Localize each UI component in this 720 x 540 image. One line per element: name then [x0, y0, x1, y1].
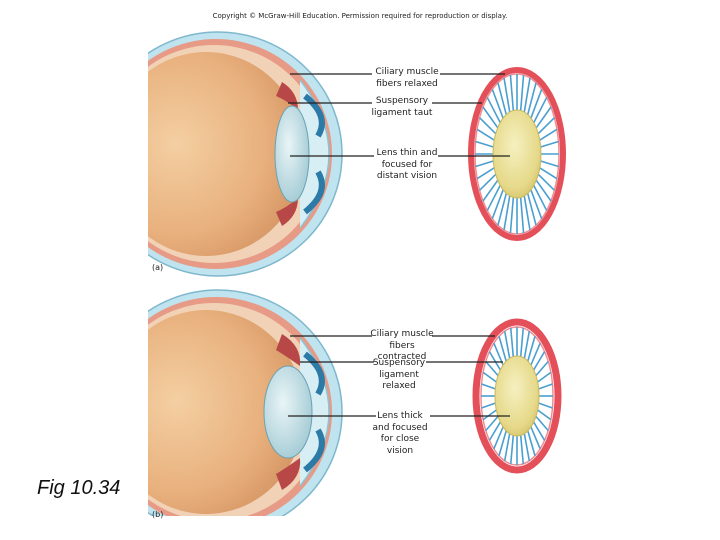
suspensory-ligament-fiber [523, 432, 531, 461]
leader-lines-a [288, 73, 510, 157]
copyright-notice: Copyright © McGraw-Hill Education. Permi… [212, 12, 508, 20]
suspensory-ligament-fiber [503, 194, 511, 231]
suspensory-ligament-fiber [491, 188, 505, 220]
label-lens-thin: Lens thin and focused for distant vision [376, 148, 438, 181]
suspensory-ligament-fiber [488, 351, 502, 372]
label-ciliary-relaxed: Ciliary muscle fibers relaxed [375, 67, 439, 89]
suspensory-ligament-fiber [485, 414, 500, 432]
suspensory-ligament-fiber [485, 360, 500, 378]
panel-tag-b: (b) [152, 510, 164, 519]
suspensory-ligament-fiber [481, 383, 497, 390]
suspensory-ligament-fiber [539, 159, 559, 168]
suspensory-ligament-fiber [526, 429, 536, 456]
suspensory-ligament-fiber [509, 327, 515, 358]
suspensory-ligament-fiber [479, 117, 498, 136]
suspensory-ligament-fiber [476, 166, 496, 180]
suspensory-ligament-fiber [529, 88, 543, 120]
eye-cross-section-b [148, 289, 343, 516]
suspensory-ligament-fiber [503, 331, 511, 360]
suspensory-ligament-fiber [486, 97, 502, 124]
suspensory-ligament-fiber [482, 408, 498, 421]
suspensory-ligament-fiber [536, 117, 555, 136]
suspensory-ligament-fiber [497, 192, 508, 226]
suspensory-ligament-fiber [523, 194, 531, 231]
suspensory-ligament-fiber [532, 351, 546, 372]
suspensory-ligament-fiber [486, 184, 502, 211]
suspensory-ligament-fiber [526, 336, 536, 363]
lens-ring-diagram-b [472, 318, 562, 474]
suspensory-ligament-fiber [482, 371, 498, 384]
suspensory-ligament-fiber [509, 196, 515, 234]
suspensory-ligament-fiber [534, 414, 549, 432]
label-suspensory-taut: Suspensory ligament taut [371, 96, 433, 118]
leader-lines-b [288, 335, 510, 417]
suspensory-ligament-fiber [529, 188, 543, 220]
suspensory-ligament-fiber [523, 331, 531, 360]
label-ciliary-contracted: Ciliary muscle fibers contracted [370, 329, 434, 362]
suspensory-ligament-fiber [519, 196, 525, 234]
suspensory-ligament-fiber [537, 383, 553, 390]
suspensory-ligament-fiber [498, 429, 508, 456]
suspensory-ligament-fiber [523, 77, 531, 114]
suspensory-ligament-fiber [538, 166, 558, 180]
suspensory-ligament-fiber [498, 336, 508, 363]
suspensory-ligament-fiber [537, 402, 553, 409]
suspensory-ligament-fiber [509, 434, 515, 465]
suspensory-ligament-fiber [482, 178, 500, 202]
suspensory-ligament-fiber [536, 371, 552, 384]
figure-caption: Fig 10.34 [37, 477, 121, 499]
suspensory-ligament-fiber [526, 192, 537, 226]
suspensory-ligament-fiber [536, 408, 552, 421]
suspensory-ligament-fiber [481, 402, 497, 409]
suspensory-ligament-fiber [534, 178, 552, 202]
suspensory-ligament-fiber [493, 425, 505, 450]
suspensory-ligament-fiber [488, 420, 502, 441]
suspensory-ligament-fiber [532, 97, 548, 124]
suspensory-ligament-fiber [532, 184, 548, 211]
suspensory-ligament-fiber [475, 159, 495, 168]
suspensory-ligament-fiber [519, 74, 525, 112]
suspensory-ligament-fiber [536, 172, 555, 191]
lens-ring-diagram-a [468, 67, 566, 241]
suspensory-ligament-fiber [475, 140, 495, 149]
suspensory-ligament-fiber [503, 77, 511, 114]
eye-cross-section-a [148, 31, 343, 277]
suspensory-ligament-fiber [532, 420, 546, 441]
suspensory-ligament-fiber [479, 172, 498, 191]
suspensory-ligament-fiber [529, 425, 541, 450]
suspensory-ligament-fiber [491, 88, 505, 120]
label-suspensory-relaxed: Suspensory ligament relaxed [372, 358, 426, 391]
suspensory-ligament-fiber [519, 327, 525, 358]
suspensory-ligament-fiber [529, 342, 541, 367]
suspensory-ligament-fiber [539, 140, 559, 149]
suspensory-ligament-fiber [519, 434, 525, 465]
suspensory-ligament-fiber [503, 432, 511, 461]
suspensory-ligament-fiber [509, 74, 515, 112]
suspensory-ligament-fiber [534, 106, 552, 130]
suspensory-ligament-fiber [497, 82, 508, 116]
suspensory-ligament-fiber [482, 106, 500, 130]
suspensory-ligament-fiber [526, 82, 537, 116]
suspensory-ligament-fiber [534, 360, 549, 378]
suspensory-ligament-fiber [538, 128, 558, 142]
suspensory-ligament-fiber [476, 128, 496, 142]
label-lens-thick: Lens thick and focused for close vision [372, 411, 428, 456]
panel-tag-a: (a) [152, 263, 164, 272]
